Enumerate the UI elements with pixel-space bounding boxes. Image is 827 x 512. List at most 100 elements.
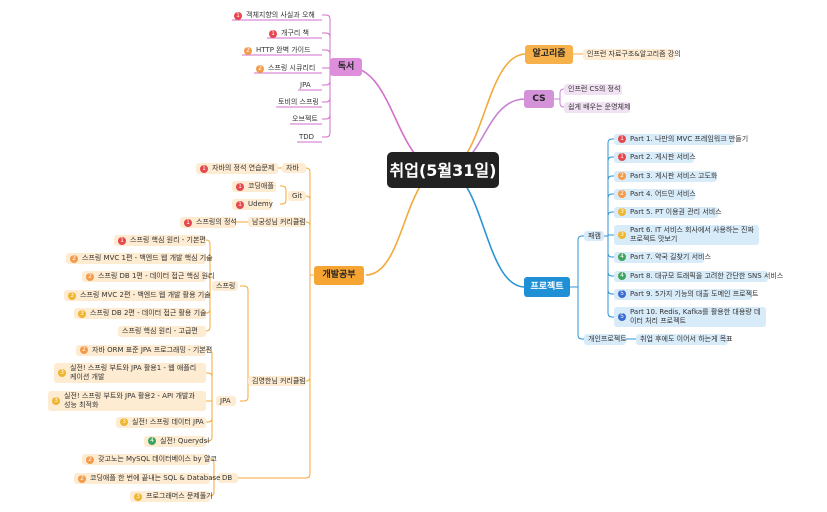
priority-3-icon: 3	[618, 208, 626, 216]
db-item-label: 갖고노는 MySQL 데이터베이스 by 얄코	[98, 455, 217, 463]
cs-item[interactable]: 인프런 CS의 정석	[564, 84, 622, 95]
priority-3-icon: 3	[58, 369, 66, 377]
spring-course-label: 스프링 DB 2편 - 데이터 접근 활용 기술	[90, 309, 207, 317]
cs-item-label: 인프런 CS의 정석	[568, 85, 621, 93]
branch-book[interactable]: 독서	[330, 58, 362, 76]
personal-item[interactable]: 취업 후에도 이어서 하는게 목표	[636, 334, 733, 345]
priority-1-icon: 1	[618, 135, 626, 143]
dev-group-namgung[interactable]: 남궁성님 커리큘럼	[248, 217, 306, 227]
connector-line	[322, 49, 331, 67]
book-item[interactable]: JPA	[298, 81, 322, 90]
priority-1-icon: 1	[118, 236, 126, 245]
algo-item[interactable]: 인프런 자료구조&알고리즘 강의	[583, 49, 681, 60]
dev-group-db-label: DB	[222, 473, 233, 482]
dev-group-db[interactable]: DB	[218, 473, 238, 483]
branch-dev-study[interactable]: 개발공부	[314, 266, 364, 285]
priority-2-icon: 2	[618, 190, 626, 198]
jpa-course-label: 실전! 스프링 데이터 JPA	[132, 417, 204, 426]
book-item-label: HTTP 완벽 가이드	[256, 46, 311, 54]
branch-book-label: 독서	[337, 61, 355, 72]
spring-course[interactable]: 스프링 핵심 원리 - 고급편	[118, 326, 206, 337]
project-group-personal[interactable]: 개인프로젝트	[584, 334, 627, 345]
book-item[interactable]: TDD	[297, 133, 322, 142]
dev-group-java[interactable]: 자바	[282, 163, 306, 173]
branch-algorithm[interactable]: 알고리즘	[525, 45, 573, 64]
priority-3-icon: 3	[68, 291, 76, 300]
connector-line	[305, 275, 311, 479]
kim-group-spring[interactable]: 스프링	[212, 281, 238, 291]
branch-project[interactable]: 프로젝트	[524, 277, 570, 297]
priority-2-icon: 2	[256, 64, 264, 73]
connector-line	[209, 458, 215, 478]
project-group-fastcampus[interactable]: 패캠	[584, 231, 604, 241]
spring-course[interactable]: 1 스프링 핵심 원리 - 기본편	[114, 235, 206, 246]
connector-line	[322, 32, 331, 67]
jpa-course-label: 자바 ORM 표준 JPA 프로그래밍 - 기본편	[92, 345, 213, 354]
fastcampus-part-label: Part 6. IT 서비스 회사에서 사용하는 진짜 프로젝트 맛보기	[630, 226, 754, 243]
connector-line	[577, 235, 584, 287]
dev-group-git[interactable]: Git	[288, 191, 306, 201]
db-item-label: 프로그래머스 문제풀기	[146, 492, 213, 500]
fastcampus-part-label: Part 3. 게시판 서비스 고도화	[630, 171, 718, 180]
central-topic-label: 취업(5월31일)	[389, 160, 497, 180]
fastcampus-part[interactable]: 5 Part 10. Redis, Kafka를 활용한 대용량 데이터 처리 프…	[614, 307, 766, 327]
priority-1-icon: 1	[269, 29, 277, 38]
kim-group-jpa[interactable]: JPA	[216, 396, 236, 406]
db-item-label: 코딩애플 한 번에 끝내는 SQL & Database	[90, 474, 221, 482]
connector-line	[322, 67, 331, 138]
priority-1-icon: 1	[200, 164, 208, 173]
git-item-label: 코딩애플	[248, 182, 274, 190]
branch-cs[interactable]: CS	[524, 90, 554, 108]
connector-line	[305, 221, 311, 275]
priority-3-icon: 3	[78, 309, 86, 318]
central-topic[interactable]: 취업(5월31일)	[387, 152, 499, 188]
book-item[interactable]: 토비의 스프링	[276, 98, 322, 107]
connector-line	[607, 234, 614, 237]
dev-group-kim-label: 김영한님 커리큘럼	[252, 376, 306, 385]
priority-5-icon: 5	[618, 290, 626, 298]
spring-course-label: 스프링 핵심 원리 - 고급편	[122, 327, 198, 335]
java-item[interactable]: 1 자바의 정석 연습문제	[196, 163, 278, 174]
connector-line	[607, 193, 614, 236]
priority-2-icon: 2	[70, 254, 78, 263]
java-item-label: 자바의 정석 연습문제	[212, 164, 275, 172]
fastcampus-part-label: Part 7. 약국 길찾기 서비스	[630, 252, 711, 261]
connector-line	[206, 372, 213, 401]
priority-1-icon: 1	[618, 153, 626, 161]
dev-group-kim[interactable]: 김영한님 커리큘럼	[248, 376, 306, 386]
book-item[interactable]: 오브젝트	[290, 115, 322, 124]
spring-course[interactable]: 3 스프링 DB 2편 - 데이터 접근 활용 기술	[74, 308, 206, 319]
priority-3-icon: 3	[618, 231, 626, 239]
fastcampus-part-label: Part 10. Redis, Kafka를 활용한 대용량 데이터 처리 프로…	[630, 308, 761, 325]
cs-item[interactable]: 쉽게 배우는 운영체제	[564, 102, 630, 113]
spring-course-label: 스프링 핵심 원리 - 기본편	[130, 236, 206, 244]
fastcampus-part[interactable]: 3 Part 6. IT 서비스 회사에서 사용하는 진짜 프로젝트 맛보기	[614, 225, 759, 245]
priority-5-icon: 5	[618, 313, 626, 321]
